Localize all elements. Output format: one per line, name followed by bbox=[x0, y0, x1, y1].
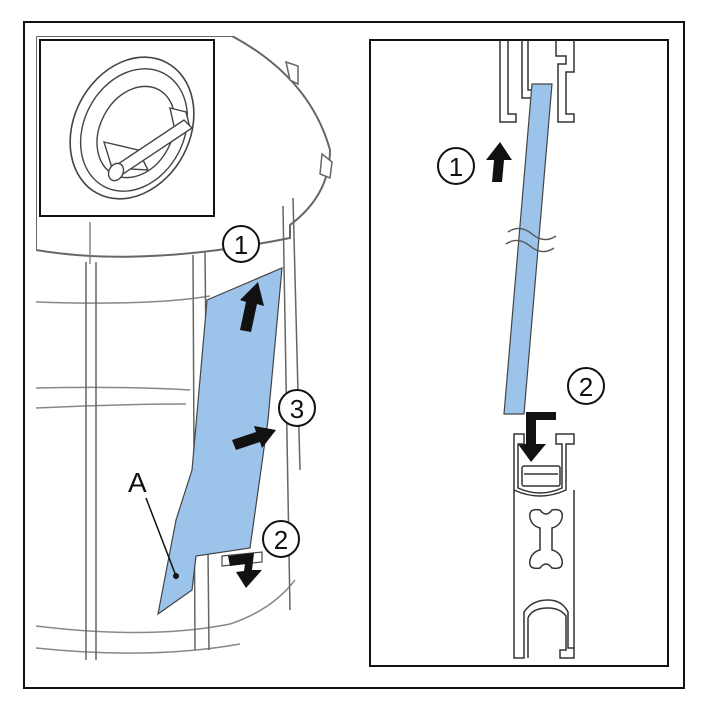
step-1-badge: 1 bbox=[222, 225, 260, 263]
wavy-break-icon-2 bbox=[505, 239, 555, 253]
pin-hinge-icon bbox=[69, 56, 195, 200]
post-right-b bbox=[292, 197, 301, 471]
arrow-down-icon bbox=[228, 553, 262, 588]
body-bottom-curve bbox=[36, 579, 296, 634]
wavy-break-icon bbox=[507, 227, 557, 241]
body-bottom-curve-2 bbox=[36, 643, 241, 654]
step-1-badge-detail: 1 bbox=[437, 147, 475, 185]
right-panel: 1 2 bbox=[437, 40, 605, 659]
lid-tab-top bbox=[284, 60, 299, 86]
step-3-badge: 3 bbox=[278, 389, 316, 427]
arrow-right-icon bbox=[232, 426, 276, 450]
arrow-down-icon bbox=[518, 412, 556, 462]
lid-tab-side bbox=[319, 152, 333, 180]
svg-text:2: 2 bbox=[274, 525, 288, 555]
callout-dot-a bbox=[173, 573, 179, 579]
step-2-badge-detail: 2 bbox=[567, 367, 605, 405]
svg-text:1: 1 bbox=[449, 152, 463, 182]
body-band-lower-2 bbox=[36, 403, 187, 409]
step-2-badge: 2 bbox=[262, 520, 300, 558]
glass-strip bbox=[503, 83, 553, 415]
svg-text:3: 3 bbox=[290, 394, 304, 424]
body-band-lower bbox=[36, 386, 191, 391]
callout-line-a bbox=[145, 497, 177, 577]
glass-panel bbox=[157, 267, 283, 616]
left-panel: A 1 3 2 bbox=[36, 36, 333, 660]
body-band-upper bbox=[36, 295, 211, 304]
svg-text:2: 2 bbox=[579, 372, 593, 402]
arrow-up-icon bbox=[486, 142, 512, 182]
bottom-rail-profile bbox=[513, 433, 575, 659]
outer-frame bbox=[23, 21, 685, 689]
svg-text:1: 1 bbox=[234, 230, 248, 260]
arrow-up-icon bbox=[240, 282, 264, 332]
label-a: A bbox=[128, 467, 147, 498]
